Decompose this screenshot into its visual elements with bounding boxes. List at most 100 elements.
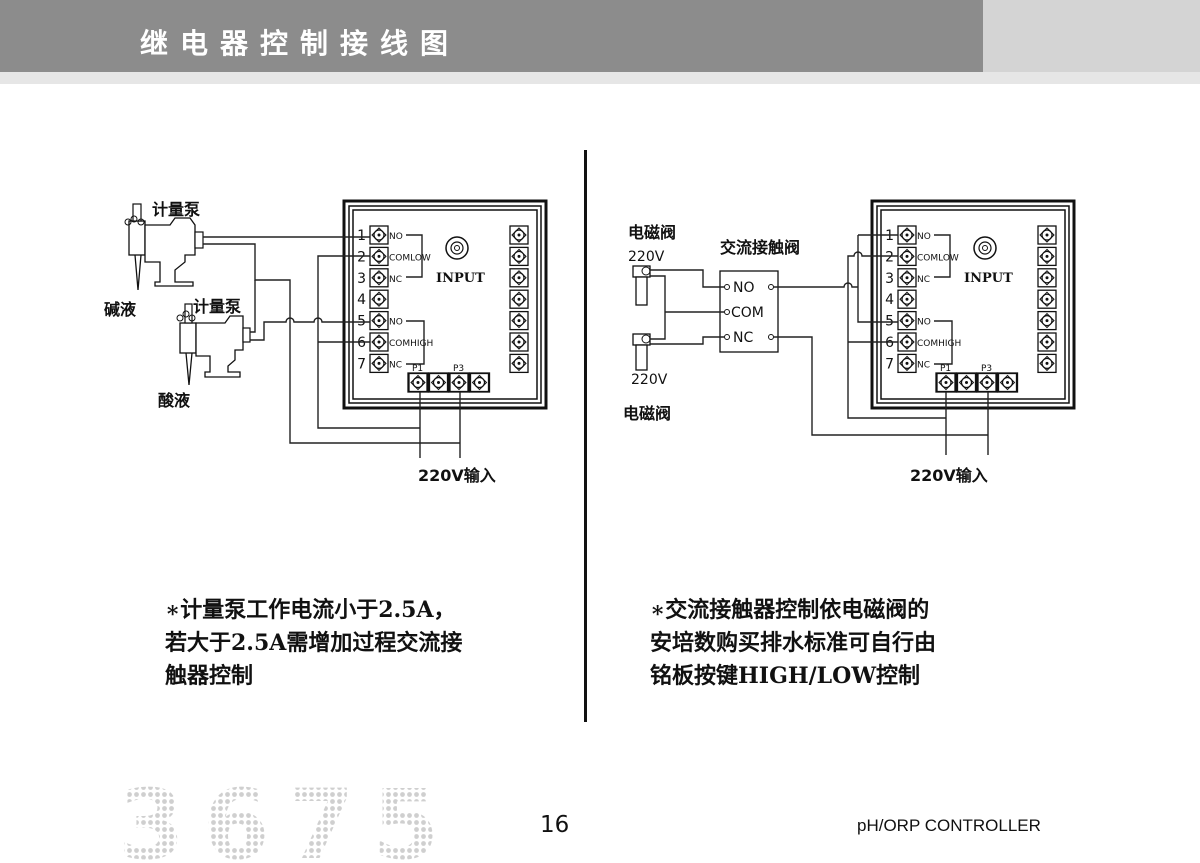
- note-right-line: 安培数购买排水标准可自行由: [650, 630, 937, 656]
- header-bar-accent: [983, 0, 1200, 72]
- pump-1-label: 计量泵: [152, 200, 200, 219]
- product-name: pH/ORP CONTROLLER: [857, 816, 1041, 835]
- terminal-left: [369, 268, 389, 288]
- header-bar: [0, 0, 983, 72]
- terminal-right: [1037, 268, 1057, 288]
- terminal-left: [897, 246, 917, 267]
- note-right-line: 铭板按键HIGH/LOW控制: [650, 663, 921, 689]
- terminal-number: 1: [885, 228, 894, 244]
- relay-contact-label: COMLOW: [917, 253, 959, 263]
- pump-1: [124, 203, 204, 291]
- power-terminal-screw: [449, 372, 469, 393]
- terminal-left: [897, 289, 917, 309]
- bnc-input-icon: [973, 236, 997, 260]
- note-right-line: ∗交流接触器控制依电磁阀的: [650, 597, 930, 623]
- terminal-number: 3: [357, 271, 366, 287]
- controller-frame-inner: [352, 209, 538, 400]
- note-left-line: 触器控制: [165, 663, 254, 689]
- terminal-left: [897, 225, 917, 245]
- terminal-left: [897, 353, 917, 374]
- terminal-number: 4: [357, 292, 366, 308]
- header-band: [0, 72, 1200, 84]
- power-terminal-screw: [428, 372, 449, 393]
- contactor-nc: NC: [733, 330, 753, 346]
- terminal-number: 2: [357, 249, 366, 265]
- power-terminal-screw: [977, 372, 997, 393]
- solenoid-top-label: 电磁阀: [628, 223, 676, 242]
- terminal-right: [509, 353, 529, 374]
- terminal-left: [369, 225, 389, 245]
- voltage-bottom: 220V: [631, 372, 668, 388]
- input-label: INPUT: [964, 271, 1013, 286]
- pump-2-label: 计量泵: [193, 297, 241, 316]
- relay-contact-label: NO: [917, 232, 931, 242]
- note-left: ∗计量泵工作电流小于2.5A， 若大于2.5A需增加过程交流接 触器控制: [165, 594, 462, 693]
- input-label: INPUT: [436, 271, 485, 286]
- left-wires: [203, 236, 461, 458]
- low-bracket: [934, 234, 951, 278]
- terminal-left: [369, 289, 389, 309]
- relay-contact-label: NC: [917, 360, 930, 370]
- controller-frame-inner: [348, 205, 542, 404]
- solenoid-valve-bottom: [632, 333, 651, 371]
- terminal-left: [369, 246, 389, 267]
- brand-logo-3675: 3675: [118, 769, 457, 863]
- power-terminal-screw: [469, 372, 490, 393]
- contactor-com: COM: [731, 305, 764, 321]
- note-left-line: ∗计量泵工作电流小于2.5A，: [165, 597, 456, 623]
- power-input-label-right: 220V输入: [910, 466, 988, 485]
- terminal-right: [1037, 353, 1057, 374]
- relay-contact-label: NC: [917, 275, 930, 285]
- terminal-right: [1037, 289, 1057, 309]
- terminal-right: [509, 289, 529, 309]
- terminal-left: [369, 332, 389, 352]
- terminal-number: 6: [357, 335, 366, 351]
- terminal-left: [369, 310, 389, 331]
- relay-contact-label: NC: [389, 360, 402, 370]
- terminal-number: 6: [885, 335, 894, 351]
- solenoid-bottom-label: 电磁阀: [623, 404, 671, 423]
- terminal-right: [509, 310, 529, 331]
- relay-contact-label: NO: [917, 318, 931, 328]
- page-title: 继电器控制接线图: [140, 27, 461, 60]
- terminal-number: 3: [885, 271, 894, 287]
- contactor-label: 交流接触阀: [720, 238, 800, 257]
- acid-label: 酸液: [158, 391, 191, 410]
- relay-contact-label: COMLOW: [389, 253, 431, 263]
- alkali-label: 碱液: [104, 300, 137, 319]
- terminal-right: [1037, 246, 1057, 267]
- terminal-number: 4: [885, 292, 894, 308]
- relay-contact-label: NO: [389, 318, 403, 328]
- page-number: 16: [540, 812, 570, 838]
- p1-label: P1: [940, 364, 951, 374]
- p1-label: P1: [412, 364, 423, 374]
- relay-contact-label: NC: [389, 275, 402, 285]
- bnc-input-icon: [445, 236, 469, 260]
- terminal-right: [1037, 310, 1057, 331]
- terminal-number: 7: [357, 356, 366, 372]
- terminal-number: 7: [885, 356, 894, 372]
- terminal-right: [509, 332, 529, 352]
- power-terminal-screw: [408, 372, 428, 393]
- low-bracket: [406, 234, 423, 278]
- terminal-right: [509, 225, 529, 245]
- terminal-right: [1037, 332, 1057, 352]
- terminal-right: [509, 246, 529, 267]
- terminal-left: [369, 353, 389, 374]
- relay-contact-label: COMHIGH: [389, 339, 433, 349]
- contactor-no: NO: [733, 280, 755, 296]
- power-terminal-screw: [997, 372, 1018, 393]
- power-terminal-screw: [936, 372, 956, 393]
- p3-label: P3: [453, 364, 464, 374]
- high-bracket: [406, 320, 425, 365]
- note-left-line: 若大于2.5A需增加过程交流接: [165, 630, 463, 656]
- controller-frame-inner: [880, 209, 1066, 400]
- column-divider: [584, 150, 587, 722]
- terminal-number: 1: [357, 228, 366, 244]
- note-right: ∗交流接触器控制依电磁阀的 安培数购买排水标准可自行由 铭板按键HIGH/LOW…: [650, 594, 936, 693]
- voltage-top: 220V: [628, 249, 665, 265]
- power-terminal-screw: [956, 372, 977, 393]
